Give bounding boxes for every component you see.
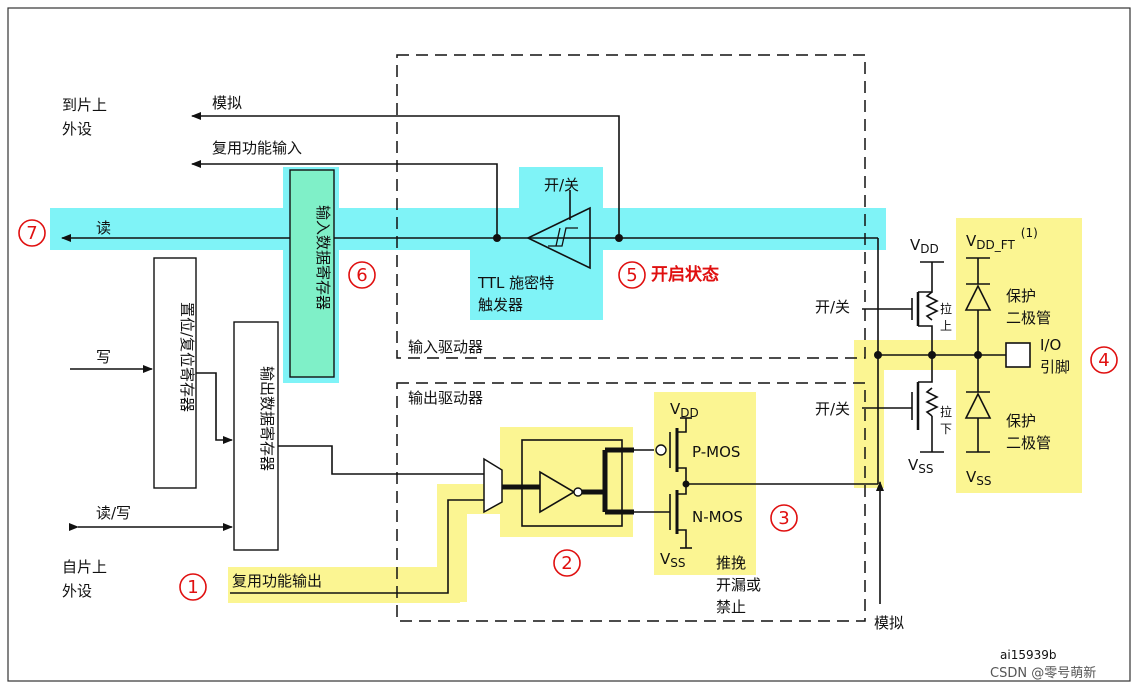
figure-frame [7, 7, 1131, 682]
set-reset-register-label: 置位/复位寄存器 [178, 302, 196, 412]
alt-input-label: 复用功能输入 [212, 139, 302, 157]
pmos-label: P-MOS [692, 443, 740, 461]
marker-1: 1 [179, 573, 207, 601]
marker-6: 6 [348, 261, 376, 289]
from-peripheral-label: 自片上 [62, 558, 107, 576]
push-pull-label-3: 禁止 [716, 598, 746, 616]
write-label: 写 [96, 348, 111, 366]
ttl-trigger-label-2: 触发器 [478, 296, 523, 314]
protection-diode-bottom [964, 355, 992, 453]
marker-2: 2 [553, 549, 581, 577]
read-write-label: 读/写 [96, 504, 131, 522]
watermark-label: CSDN @零号萌新 [990, 665, 1096, 681]
output-mux [483, 457, 503, 514]
output-buffer [539, 470, 576, 514]
alt-input-wire [191, 160, 498, 238]
marker-7: 7 [18, 219, 46, 247]
vdd-ft-label: VDD_FT(1) [966, 226, 1038, 252]
protect-diode-label-3: 保护 [1006, 412, 1036, 430]
output-control-box [521, 439, 623, 527]
vss-nmos-label: VSS [660, 550, 686, 570]
io-pin [1005, 342, 1031, 368]
svg-text:1: 1 [187, 577, 198, 598]
pulldown-label-2: 下 [940, 422, 952, 436]
read-label: 读 [96, 219, 111, 237]
analog-bottom-label: 模拟 [874, 614, 904, 632]
input-data-register-label: 输入数据寄存器 [314, 205, 332, 310]
svg-text:2: 2 [561, 553, 572, 574]
from-peripheral-label-2: 外设 [62, 582, 92, 600]
output-data-register-label: 输出数据寄存器 [258, 366, 276, 471]
to-peripheral-label: 到片上 [62, 96, 107, 114]
marker-5: 5 [618, 261, 646, 289]
svg-text:5: 5 [626, 265, 637, 286]
vdd-pullup-label: VDD [910, 236, 939, 256]
pulldown-label: 拉 [940, 404, 952, 419]
analog-input-wire [191, 112, 620, 238]
pulldown-resistor [862, 355, 944, 453]
junction-dot [874, 351, 882, 359]
io-pin-label: I/O [1040, 336, 1061, 354]
protect-diode-label-2: 二极管 [1006, 309, 1051, 327]
analog-top-label: 模拟 [212, 94, 242, 112]
push-pull-label-2: 开漏或 [716, 576, 761, 594]
pulldown-on-off-label: 开/关 [815, 400, 850, 418]
to-peripheral-label-2: 外设 [62, 120, 92, 138]
setreset-to-output-wire [196, 372, 233, 444]
vdd-pmos-label: VDD [670, 400, 699, 420]
svg-text:4: 4 [1098, 350, 1109, 371]
nmos-transistor [634, 484, 692, 549]
pullup-label-2: 上 [940, 319, 952, 333]
vss-diode-label: VSS [966, 468, 992, 488]
marker-4: 4 [1090, 346, 1118, 374]
ttl-trigger-label: TTL 施密特 [477, 274, 554, 292]
alt-output-wire [230, 499, 484, 594]
vss-pulldown-label: VSS [908, 456, 934, 476]
protect-diode-label-4: 二极管 [1006, 434, 1051, 452]
trigger-on-off-label: 开/关 [544, 176, 579, 194]
alt-output-label: 复用功能输出 [232, 572, 322, 590]
enable-state-label: 开启状态 [651, 264, 719, 285]
input-data-register [289, 169, 335, 378]
protection-diode-top [964, 257, 992, 355]
input-driver-box [396, 54, 866, 359]
pullup-label: 拉 [940, 301, 952, 316]
io-pin-label-2: 引脚 [1040, 358, 1070, 376]
figure-id-label: ai15939b [1000, 648, 1056, 662]
protect-diode-label: 保护 [1006, 287, 1036, 305]
marker-3: 3 [770, 504, 798, 532]
nmos-label: N-MOS [692, 508, 743, 526]
schmitt-trigger [526, 190, 591, 270]
output-driver-label: 输出驱动器 [408, 389, 483, 407]
input-driver-label: 输入驱动器 [408, 338, 483, 356]
output-driver-box [396, 382, 866, 622]
push-pull-label: 推挽 [716, 554, 746, 572]
svg-text:3: 3 [778, 508, 789, 529]
pullup-on-off-label: 开/关 [815, 298, 850, 316]
output-data-register [233, 321, 279, 551]
output-reg-to-mux-wire [278, 445, 484, 475]
pullup-resistor [862, 261, 944, 355]
pmos-transistor [634, 417, 692, 484]
inverter-bubble [573, 487, 583, 497]
svg-text:6: 6 [356, 265, 367, 286]
svg-text:7: 7 [26, 223, 37, 244]
